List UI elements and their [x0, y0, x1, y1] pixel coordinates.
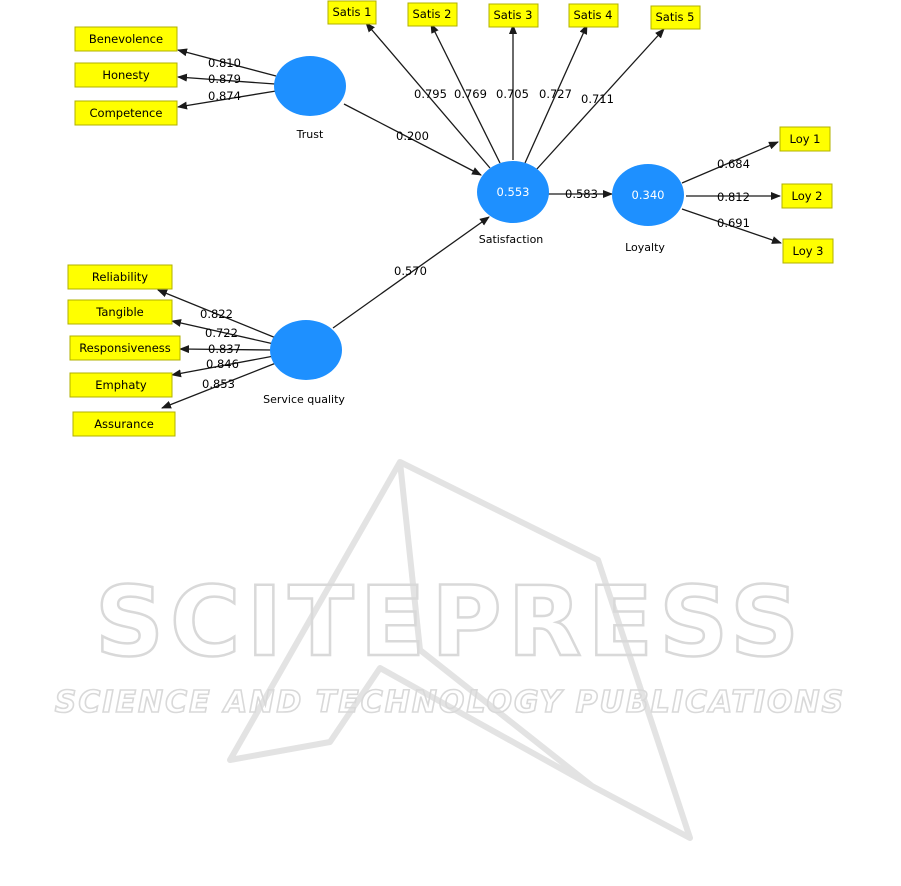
loading-satis2: 0.769: [454, 87, 487, 101]
indicator-label-satis3: Satis 3: [493, 8, 532, 22]
indicator-label-competence: Competence: [90, 106, 163, 120]
indicator-label-satis1: Satis 1: [332, 5, 371, 19]
latent-node-service-quality[interactable]: [270, 320, 342, 380]
arrow-sat-satis4: [524, 24, 588, 164]
arrow-sq-tangible: [171, 319, 275, 345]
arrow-sq-reliability: [157, 289, 277, 339]
path-trust-satisfaction: [343, 103, 482, 176]
latent-r2-satisfaction: 0.553: [497, 185, 530, 199]
loading-satis4: 0.727: [539, 87, 572, 101]
indicator-box-assurance[interactable]: [72, 411, 176, 437]
trust-loading-arrows: [177, 48, 277, 110]
trust-indicators: Benevolence Honesty Competence: [74, 26, 178, 126]
indicator-label-satis5: Satis 5: [655, 10, 694, 24]
loading-loy1: 0.684: [717, 157, 750, 171]
indicator-box-tangible[interactable]: [67, 299, 173, 325]
indicator-label-tangible: Tangible: [95, 305, 144, 319]
indicator-box-emphaty[interactable]: [69, 372, 173, 398]
latent-r2-loyalty: 0.340: [632, 188, 665, 202]
indicator-label-honesty: Honesty: [102, 68, 150, 82]
indicator-label-loy1: Loy 1: [789, 132, 820, 146]
indicator-box-competence[interactable]: [74, 100, 178, 126]
loading-emphaty: 0.846: [206, 357, 239, 371]
indicator-box-loy3[interactable]: [782, 238, 834, 264]
loading-loy2: 0.812: [717, 190, 750, 204]
loyalty-indicators: Loy 1 Loy 2 Loy 3: [779, 126, 834, 264]
indicator-label-loy3: Loy 3: [792, 244, 823, 258]
arrow-sq-responsiveness: [179, 345, 274, 354]
arrow-sq-assurance: [161, 362, 277, 409]
structural-paths: [332, 103, 613, 329]
loyalty-loading-arrows: [681, 141, 782, 244]
loading-honesty: 0.879: [208, 72, 241, 86]
indicator-label-loy2: Loy 2: [791, 189, 822, 203]
coef-trust-satisfaction: 0.200: [396, 129, 429, 143]
indicator-label-satis2: Satis 2: [412, 7, 451, 21]
arrow-loy-loy1: [681, 141, 779, 184]
sciterpress-watermark: SCITEPRESS SCIENCE AND TECHNOLOGY PUBLIC…: [54, 459, 846, 841]
indicator-box-satis5[interactable]: [650, 5, 701, 30]
path-coefficient-labels: 0.200 0.570 0.583: [394, 129, 598, 278]
arrow-sat-satis5: [535, 28, 665, 171]
arrow-trust-honesty: [177, 73, 276, 85]
loading-satis1: 0.795: [414, 87, 447, 101]
loading-assurance: 0.853: [202, 377, 235, 391]
loading-tangible: 0.722: [205, 326, 238, 340]
indicator-label-reliability: Reliability: [92, 270, 148, 284]
indicator-box-loy1[interactable]: [779, 126, 831, 152]
indicator-box-reliability[interactable]: [67, 264, 173, 290]
coef-service-quality-satisfaction: 0.570: [394, 264, 427, 278]
satisfaction-loading-arrows: [365, 22, 665, 171]
indicator-box-loy2[interactable]: [781, 183, 833, 209]
arrow-trust-competence: [177, 90, 277, 110]
coef-satisfaction-loyalty: 0.583: [565, 187, 598, 201]
latent-node-satisfaction[interactable]: [477, 161, 549, 223]
indicator-box-satis1[interactable]: [327, 0, 377, 25]
loading-labels: 0.810 0.879 0.874 0.822 0.722 0.837 0.84…: [200, 56, 750, 391]
indicator-box-responsiveness[interactable]: [69, 335, 181, 361]
indicator-label-benevolence: Benevolence: [89, 32, 163, 46]
watermark-title: SCITEPRESS: [95, 566, 805, 678]
loading-responsiveness: 0.837: [208, 342, 241, 356]
path-service-quality-satisfaction: [332, 216, 490, 329]
indicator-box-satis3[interactable]: [488, 3, 539, 28]
indicator-label-assurance: Assurance: [94, 417, 154, 431]
arrow-sat-satis2: [430, 23, 501, 164]
indicator-box-honesty[interactable]: [74, 62, 178, 88]
latent-node-loyalty[interactable]: [612, 164, 684, 226]
indicator-box-satis2[interactable]: [407, 2, 458, 27]
indicator-label-emphaty: Emphaty: [95, 378, 147, 392]
latent-label-satisfaction: Satisfaction: [479, 233, 544, 246]
loading-benevolence: 0.810: [208, 56, 241, 70]
service-quality-indicators: Reliability Tangible Responsiveness Emph…: [67, 264, 181, 437]
arrow-sat-satis1: [365, 22, 491, 169]
latent-node-trust[interactable]: [274, 56, 346, 116]
latent-label-loyalty: Loyalty: [625, 241, 665, 254]
book-logo-watermark: [227, 459, 693, 841]
latent-label-trust: Trust: [296, 128, 324, 141]
indicator-box-benevolence[interactable]: [74, 26, 178, 52]
loading-satis3: 0.705: [496, 87, 529, 101]
indicator-label-responsiveness: Responsiveness: [79, 341, 171, 355]
arrow-sq-emphaty: [171, 355, 275, 378]
arrow-trust-benevolence: [177, 48, 277, 77]
watermark-subtitle: SCIENCE AND TECHNOLOGY PUBLICATIONS: [55, 685, 846, 720]
latent-label-service-quality: Service quality: [263, 393, 345, 406]
loading-loy3: 0.691: [717, 216, 750, 230]
loading-reliability: 0.822: [200, 307, 233, 321]
loading-satis5: 0.711: [581, 92, 614, 106]
service-quality-loading-arrows: [157, 289, 277, 409]
latent-variables: Trust Service quality 0.553 Satisfaction…: [263, 56, 684, 406]
satisfaction-indicators: Satis 1 Satis 2 Satis 3 Satis 4 Satis 5: [327, 0, 701, 30]
loading-competence: 0.874: [208, 89, 241, 103]
indicator-box-satis4[interactable]: [568, 3, 619, 28]
arrow-loy-loy3: [681, 208, 782, 244]
indicator-label-satis4: Satis 4: [573, 8, 612, 22]
